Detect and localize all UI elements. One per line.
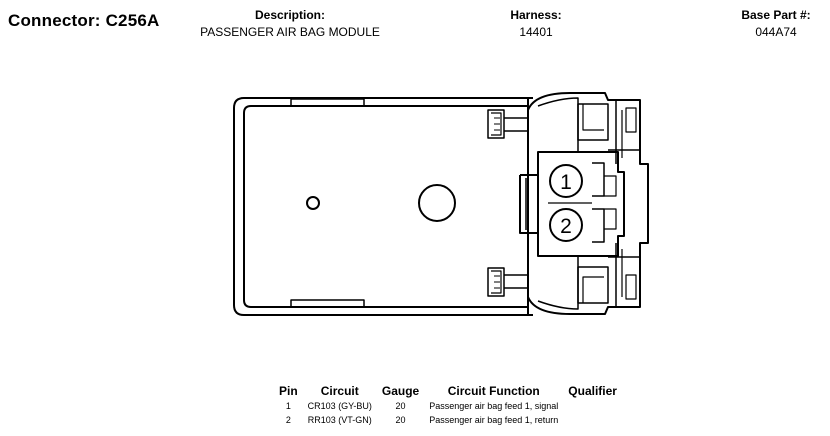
gauge-cell: 20 bbox=[395, 415, 406, 425]
harness-block: Harness: 14401 bbox=[486, 7, 586, 41]
circuit-function-header: Circuit Function bbox=[447, 383, 540, 398]
harness-label: Harness: bbox=[510, 8, 562, 22]
description-block: Description: PASSENGER AIR BAG MODULE bbox=[170, 7, 410, 41]
pin-header: Pin bbox=[279, 383, 298, 398]
qualifier-cell bbox=[563, 399, 622, 413]
pin-1-cavity bbox=[549, 164, 583, 198]
circuit-cell: CR103 (GY-BU) bbox=[307, 401, 372, 411]
description-value: PASSENGER AIR BAG MODULE bbox=[200, 25, 380, 39]
base-part-label: Base Part #: bbox=[741, 8, 811, 22]
pin-table-header: Pin Circuit Gauge Circuit Function Quali… bbox=[274, 382, 622, 399]
connector-title: Connector: C256A bbox=[8, 11, 160, 30]
pin-table: Pin Circuit Gauge Circuit Function Quali… bbox=[274, 382, 622, 427]
description-label: Description: bbox=[254, 8, 325, 22]
bottom-slot bbox=[290, 299, 365, 307]
table-row: 2 RR103 (VT-GN) 20 Passenger air bag fee… bbox=[274, 413, 622, 427]
qualifier-cell bbox=[563, 413, 622, 427]
base-part-value: 044A74 bbox=[755, 25, 797, 39]
pin-2-label: 2 bbox=[560, 215, 572, 238]
table-row: 1 CR103 (GY-BU) 20 Passenger air bag fee… bbox=[274, 399, 622, 413]
circuit-header: Circuit bbox=[320, 383, 359, 398]
lower-latch bbox=[487, 267, 528, 297]
harness-value: 14401 bbox=[519, 25, 553, 39]
connector-body-outline bbox=[233, 97, 533, 316]
circuit-cell: RR103 (VT-GN) bbox=[307, 415, 372, 425]
function-cell: Passenger air bag feed 1, signal bbox=[429, 401, 559, 411]
pin-cell: 2 bbox=[285, 415, 291, 425]
cavity-block bbox=[519, 151, 625, 257]
pin-1-label: 1 bbox=[560, 171, 572, 194]
pin-cell: 1 bbox=[285, 401, 291, 411]
top-slot bbox=[290, 98, 365, 106]
gauge-header: Gauge bbox=[381, 383, 420, 398]
pin-2-cavity bbox=[549, 208, 583, 242]
base-part-block: Base Part #: 044A74 bbox=[726, 7, 826, 41]
qualifier-header: Qualifier bbox=[568, 383, 617, 398]
small-hole bbox=[306, 196, 320, 210]
large-hole bbox=[418, 184, 456, 222]
function-cell: Passenger air bag feed 1, return bbox=[429, 415, 559, 425]
gauge-cell: 20 bbox=[395, 401, 406, 411]
right-housing bbox=[527, 92, 649, 315]
connector-body-inner bbox=[243, 105, 528, 308]
upper-latch bbox=[487, 109, 528, 139]
